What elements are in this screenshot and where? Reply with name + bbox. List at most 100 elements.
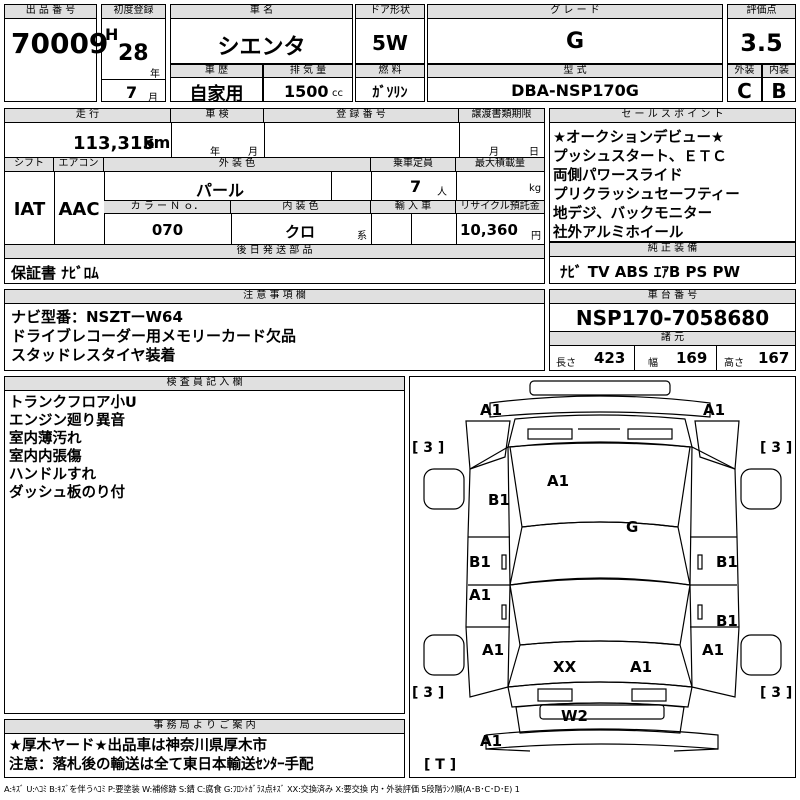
capacity-header: 乗車定員: [371, 158, 456, 172]
chassis-box: 車 台 番 号 NSP170-7058680 諸 元 長さ 423 幅 169 …: [549, 289, 796, 371]
damage-left-fender: B1: [488, 491, 510, 509]
reg-month: 7: [126, 83, 138, 102]
sales-point-header: セ ー ル ス ポ イ ン ト: [550, 109, 795, 123]
office-notes: ★厚木ヤード★出品車は神奈川県厚木市 注意：落札後の輸送は全て東日本輸送ｾﾝﾀｰ…: [9, 737, 314, 775]
ext-score-header: 外装: [728, 65, 761, 78]
reg-no-header: 登 録 番 号: [264, 109, 459, 123]
damage-left-rear-door: A1: [469, 586, 492, 604]
recycle: 10,360: [460, 221, 518, 239]
damage-diagram: A1 A1 [ 3 ] [ 3 ] A1 B1 G B1 B1 A1 B1 A1…: [409, 376, 796, 778]
sales-point-item: プッシュスタート、ＥＴＣ: [553, 149, 727, 165]
note-item: ドライブレコーダー用メモリーカード欠品: [11, 327, 297, 345]
capacity: 7: [410, 177, 422, 196]
ext-color-header: 外 装 色: [104, 158, 371, 172]
damage-front-left: A1: [480, 401, 503, 419]
transfer-header: 譲渡書類期限: [459, 109, 544, 123]
reg-year: 28: [118, 41, 149, 66]
chassis-number: NSP170-7058680: [575, 306, 770, 330]
recycle-header: リサイクル預託金: [456, 201, 544, 214]
fuel-box: 燃 料 ｶﾞｿﾘﾝ: [355, 64, 425, 102]
aircon: AAC: [58, 199, 100, 220]
ext-color: パール: [195, 181, 244, 200]
car-name: シエンタ: [217, 35, 306, 60]
later-items-header: 後 日 発 送 部 品: [5, 245, 544, 259]
sales-point-item: 地デジ、バックモニター: [553, 206, 713, 222]
later-items: 保証書 ﾅﾋﾞﾛﾑ: [11, 264, 99, 282]
grade: G: [565, 29, 585, 54]
int-score-box: 内装 B: [762, 64, 796, 103]
fuel-header: 燃 料: [356, 65, 424, 78]
int-color-unit: 系: [357, 231, 367, 242]
history-box: 車 歴 自家用: [170, 64, 263, 105]
office-note: 注意：落札後の輸送は全て東日本輸送ｾﾝﾀｰ手配: [9, 757, 314, 773]
damage-rear-bumper: A1: [480, 732, 503, 750]
genuine-equipment-box: 純 正 装 備 ﾅﾋﾞ TV ABS ｴｱB PS PW: [549, 242, 796, 284]
model-box: 型 式 DBA-NSP170G: [427, 64, 723, 102]
notes-box: 注 意 事 項 欄 ナビ型番：NSZTーW64 ドライブレコーダー用メモリーカー…: [4, 289, 545, 371]
damage-rear-a1: A1: [630, 658, 653, 676]
int-color: クロ: [285, 223, 316, 241]
sales-point-item: 社外アルミホイール: [553, 225, 684, 241]
length: 423: [594, 349, 626, 367]
inspector-header: 検 査 員 記 入 欄: [5, 377, 404, 391]
office-box: 事 務 局 よ り ご 案 内 ★厚木ヤード★出品車は神奈川県厚木市 注意：落札…: [4, 719, 405, 778]
inspector-note: 室内薄汚れ: [9, 431, 82, 447]
ext-score-box: 外装 C: [727, 64, 762, 103]
damage-windshield: G: [626, 518, 639, 536]
mileage: 113,315: [73, 133, 155, 154]
max-load-header: 最大積載量: [456, 158, 544, 172]
inspector-note: ダッシュ板のり付: [9, 485, 125, 501]
height-label: 高さ: [724, 358, 744, 369]
inspection-month-unit: 月: [248, 147, 258, 158]
tire-front-right: [ 3 ]: [760, 440, 793, 456]
aircon-header: エアコン: [54, 158, 104, 172]
shift-header: シフト: [5, 158, 54, 172]
damage-right-quarter: A1: [702, 641, 725, 659]
damage-right-rear-door: B1: [716, 612, 738, 630]
damage-rear-xx: XX: [553, 658, 577, 676]
inspector-notes: トランクフロア小U エンジン廻り異音 室内薄汚れ 室内内張傷 ハンドルすれ ダッ…: [9, 394, 137, 502]
displacement-unit: cc: [332, 88, 343, 99]
score-box: 評価点 3.5: [727, 4, 796, 64]
genuine-equipment: ﾅﾋﾞ TV ABS ｴｱB PS PW: [560, 263, 741, 281]
length-label: 長さ: [556, 358, 576, 369]
lot-number-header: 出 品 番 号: [5, 5, 96, 19]
reg-year-unit: 年: [150, 69, 160, 80]
tire-front-left: [ 3 ]: [412, 440, 445, 456]
vehicle-info-box: 走 行 車 検 登 録 番 号 譲渡書類期限 113,315 km 年 月 月 …: [4, 108, 545, 284]
shift: IAT: [13, 199, 46, 220]
damage-rear-w2: W2: [561, 707, 588, 725]
score: 3.5: [740, 29, 783, 57]
inspector-note: トランクフロア小U: [9, 395, 137, 411]
model-header: 型 式: [428, 65, 722, 78]
damage-left-front-door: B1: [469, 553, 491, 571]
first-registration-header: 初度登録: [102, 5, 165, 19]
width: 169: [676, 349, 708, 367]
grade-header: グ レ ー ド: [428, 5, 722, 19]
int-score-header: 内装: [763, 65, 795, 78]
damage-hood: A1: [547, 472, 570, 490]
door-type: 5W: [372, 31, 408, 55]
import-header: 輸 入 車: [371, 201, 456, 214]
car-outline: [423, 380, 782, 752]
ext-score: C: [737, 79, 752, 103]
first-registration-box: 初度登録 H 28 年 7 月: [101, 4, 166, 104]
capacity-unit: 人: [437, 187, 447, 198]
damage-left-quarter: A1: [482, 641, 505, 659]
tire-rear-right: [ 3 ]: [760, 685, 793, 701]
grade-box: グ レ ー ド G: [427, 4, 723, 64]
trunk-label: [ T ]: [424, 757, 457, 773]
car-name-box: 車 名 シエンタ: [170, 4, 353, 64]
car-name-header: 車 名: [171, 5, 352, 19]
door-box: ドア形状 5W: [355, 4, 425, 64]
displacement: 1500: [284, 82, 329, 101]
sales-point-item: プリクラッシュセーフティー: [553, 187, 740, 203]
mileage-header: 走 行: [5, 109, 171, 123]
inspector-note: ハンドルすれ: [9, 467, 96, 483]
damage-right-front-door: B1: [716, 553, 738, 571]
notes-list: ナビ型番：NSZTーW64 ドライブレコーダー用メモリーカード欠品 スタッドレス…: [11, 308, 296, 365]
note-item: ナビ型番：NSZTーW64: [11, 308, 183, 326]
dims-header: 諸 元: [550, 332, 795, 346]
color-no: 070: [151, 221, 184, 239]
note-item: スタッドレスタイヤ装着: [11, 346, 176, 364]
